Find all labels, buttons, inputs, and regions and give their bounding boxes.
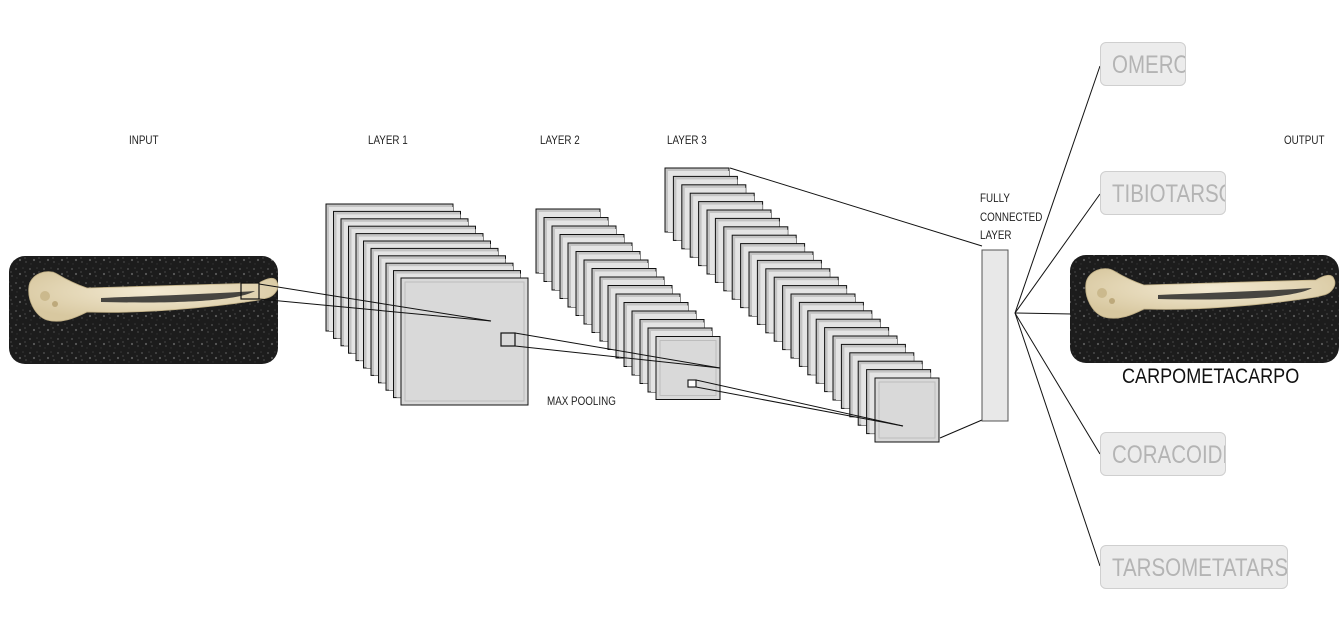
fully-connected-layer bbox=[981, 249, 1009, 422]
layer-3-label: LAYER 3 bbox=[667, 133, 707, 147]
feature-map bbox=[400, 277, 529, 406]
max-pooling-label: MAX POOLING bbox=[547, 394, 616, 408]
class-tibiotarso: TIBIOTARSO bbox=[1100, 171, 1226, 215]
layer-1-label: LAYER 1 bbox=[368, 133, 408, 147]
input-label: INPUT bbox=[129, 133, 159, 147]
layer-2-feature-maps bbox=[535, 208, 721, 400]
input-receptive-field bbox=[240, 282, 260, 300]
feature-map-inner-frame bbox=[878, 381, 936, 439]
layer-1-receptive-field bbox=[500, 332, 516, 347]
fully-connected-label: FULLY CONNECTED LAYER bbox=[980, 191, 1043, 242]
layer-2-receptive-field bbox=[687, 379, 697, 388]
class-omero: OMERO bbox=[1100, 42, 1186, 86]
feature-map bbox=[655, 336, 721, 400]
feature-map-inner-frame bbox=[404, 281, 525, 402]
class-coracoide: CORACOIDE bbox=[1100, 432, 1226, 476]
layer-2-label: LAYER 2 bbox=[540, 133, 580, 147]
layer-3-feature-maps bbox=[664, 167, 940, 443]
output-label: OUTPUT bbox=[1284, 133, 1325, 147]
output-image bbox=[1070, 255, 1339, 363]
feature-map bbox=[874, 377, 940, 443]
input-image bbox=[9, 256, 279, 364]
output-connections bbox=[1014, 65, 1101, 567]
layer-1-feature-maps bbox=[325, 203, 529, 406]
class-carpometacarpo: CARPOMETACARPO bbox=[1122, 365, 1300, 388]
class-tarsometatarso: TARSOMETATARSO bbox=[1100, 545, 1288, 589]
connection-lines bbox=[258, 167, 983, 439]
